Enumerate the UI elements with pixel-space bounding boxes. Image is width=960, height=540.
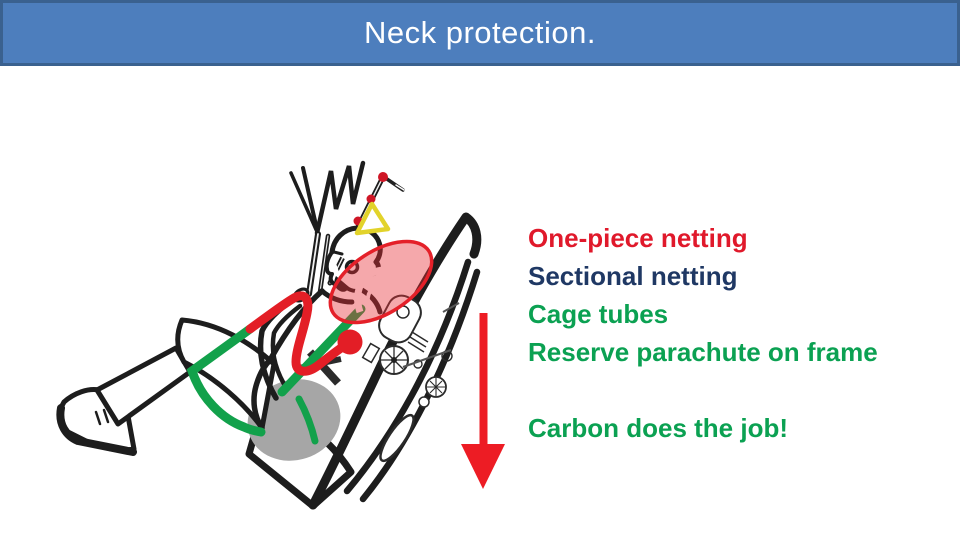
netting-red-highlight: [245, 291, 353, 376]
bullet-item: [528, 371, 878, 409]
title-bar: Neck protection.: [0, 0, 960, 66]
pilot-shin: [94, 345, 193, 427]
bullet-item: Reserve parachute on frame: [528, 337, 878, 367]
pilot-thigh: [175, 317, 277, 431]
downward-arrow: [461, 313, 505, 489]
bullet-item: One-piece netting: [528, 223, 748, 253]
riser-maillon-dots: [353, 172, 388, 226]
pilot-neck-back: [359, 287, 383, 315]
reserve-pack-outline: [354, 266, 400, 314]
neck-highlight-ellipse: [328, 239, 434, 325]
warning-triangle-icon: [354, 201, 391, 236]
pilot-forearm: [270, 303, 303, 387]
bullet-item: Sectional netting: [528, 261, 738, 291]
bullet-item: Carbon does the job!: [528, 413, 788, 443]
prop-blade: [379, 413, 415, 463]
slide-title: Neck protection.: [364, 15, 596, 50]
attachment-point-dot: [337, 329, 363, 355]
bullet-item: Cage tubes: [528, 299, 669, 329]
cage-outer-edge-1: [343, 258, 472, 495]
pilot-collar: [319, 288, 355, 305]
shoe-sole: [56, 404, 137, 456]
